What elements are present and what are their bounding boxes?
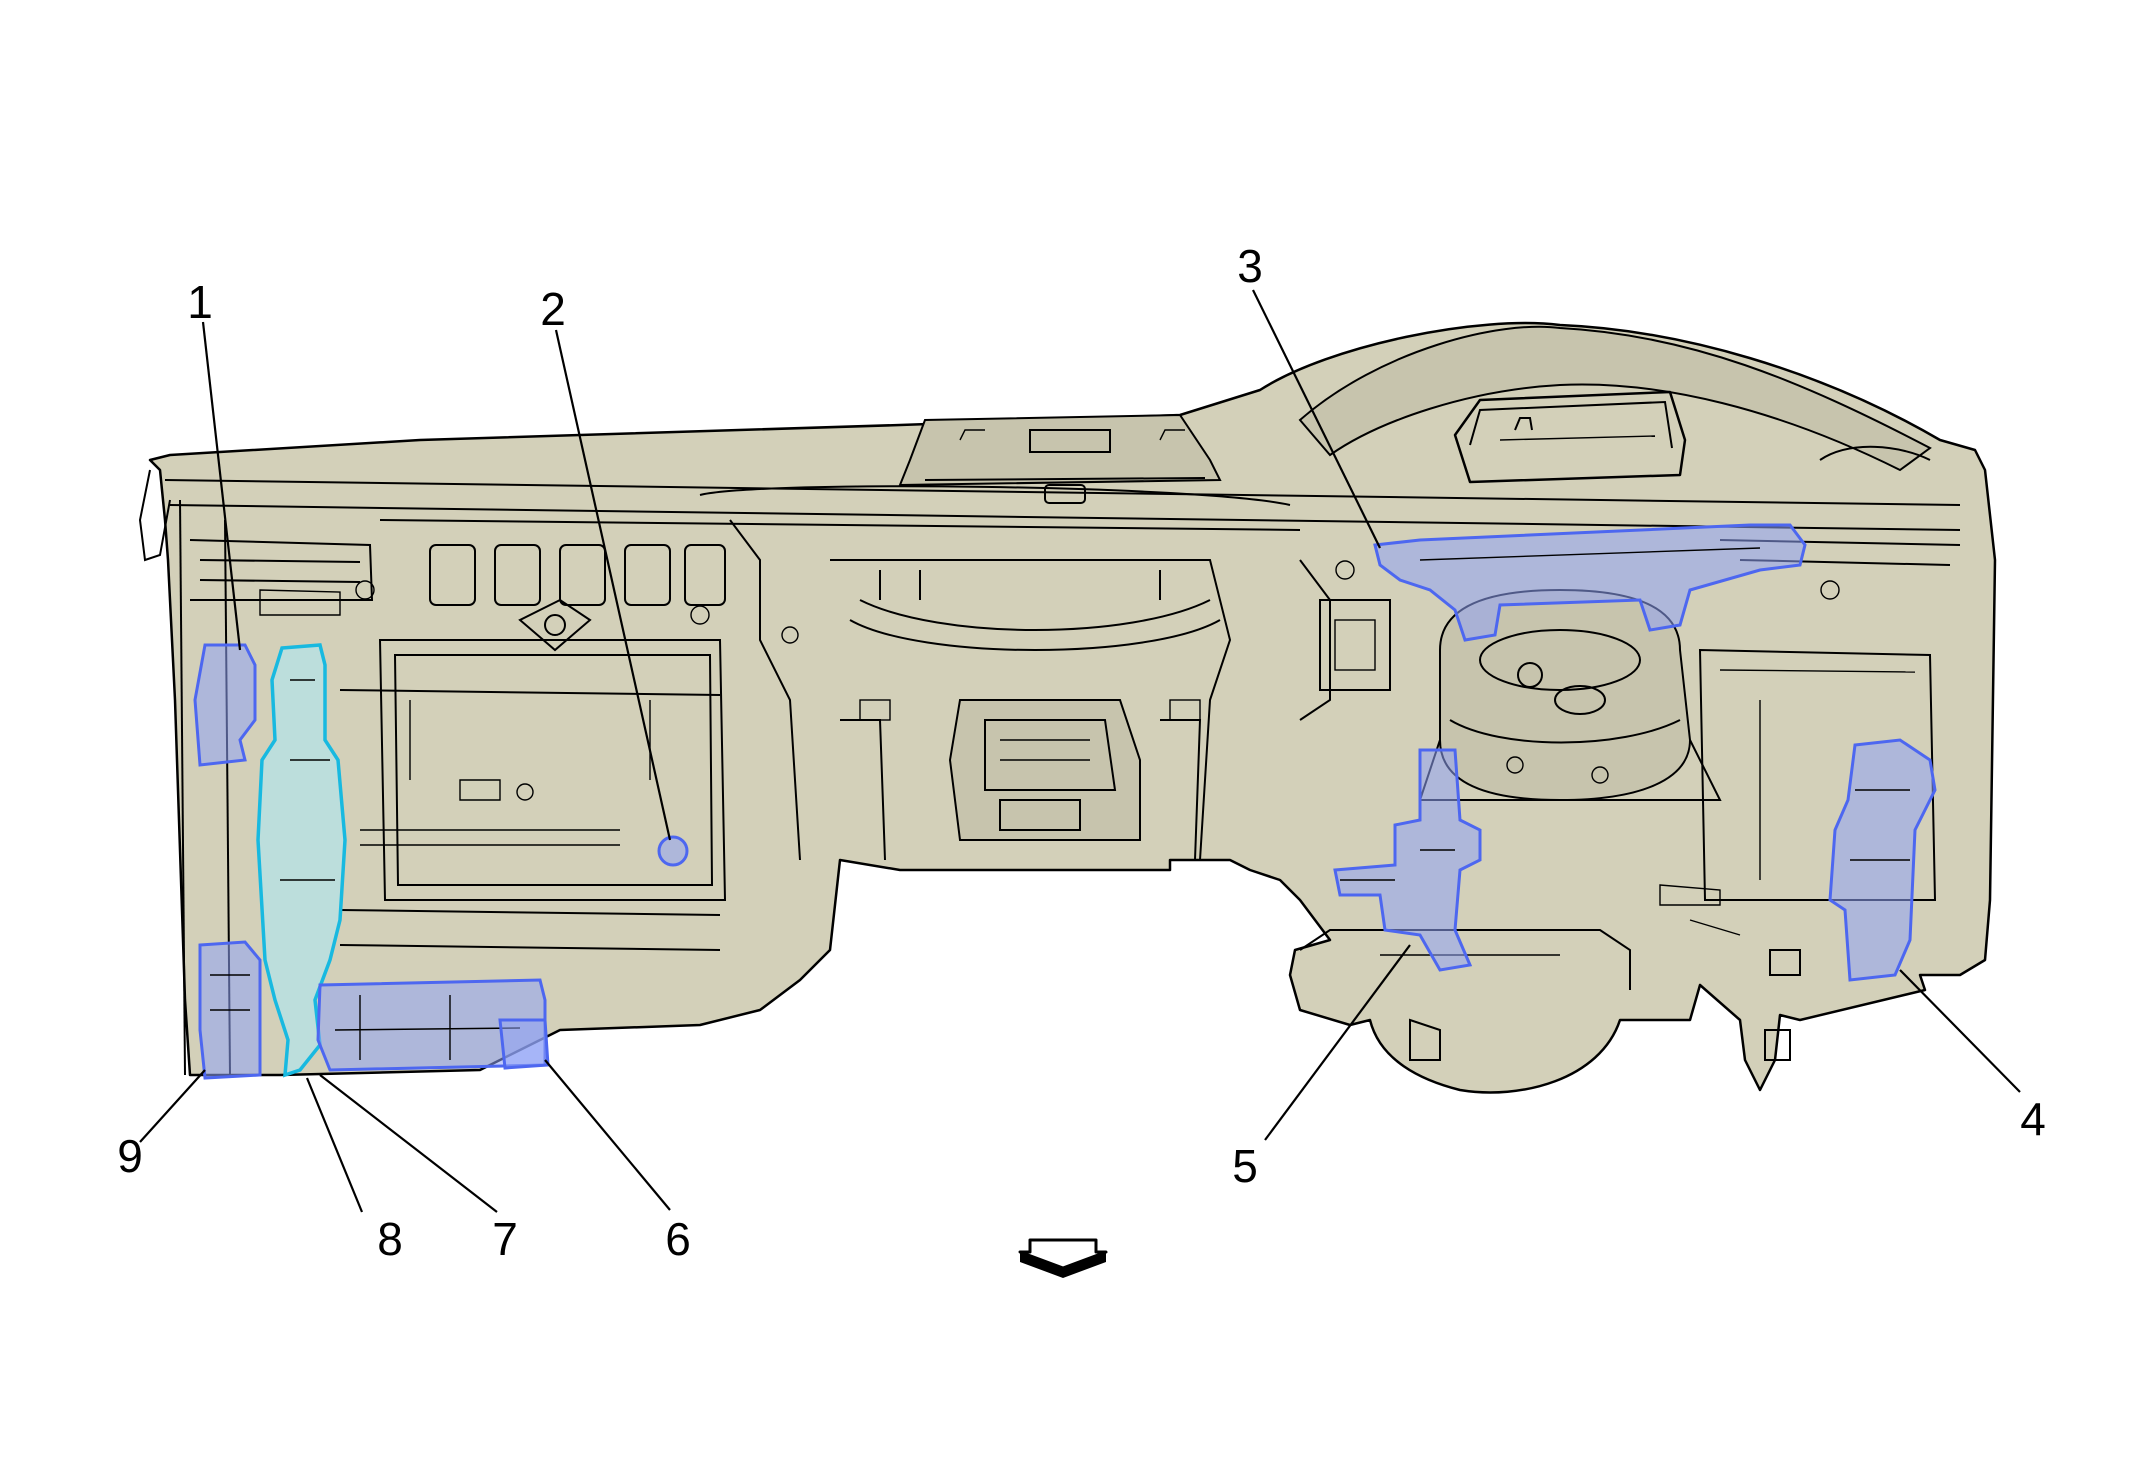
component-3 xyxy=(1373,523,1807,642)
leader-lines xyxy=(139,289,2021,1213)
leader-7 xyxy=(319,1074,498,1213)
forward-arrow-icon xyxy=(1018,1238,1108,1278)
callout-2: 2 xyxy=(540,283,566,335)
callout-9: 9 xyxy=(117,1130,143,1182)
leader-1 xyxy=(201,321,242,651)
component-2 xyxy=(657,835,689,867)
leader-3 xyxy=(1252,289,1381,549)
leader-4 xyxy=(1899,969,2021,1093)
callout-labels: 1 2 3 4 5 6 7 8 9 xyxy=(117,240,2046,1265)
callout-8: 8 xyxy=(377,1213,403,1265)
component-5 xyxy=(1333,748,1482,972)
component-6 xyxy=(498,1018,550,1070)
callout-6: 6 xyxy=(665,1213,691,1265)
leader-2 xyxy=(554,329,672,841)
leader-9 xyxy=(139,1069,206,1143)
component-1 xyxy=(193,643,257,767)
callout-7: 7 xyxy=(492,1213,518,1265)
leader-6 xyxy=(544,1059,671,1211)
leader-5 xyxy=(1264,944,1411,1141)
callout-3: 3 xyxy=(1237,240,1263,292)
callout-1: 1 xyxy=(187,276,213,328)
leader-8 xyxy=(305,1077,364,1213)
vent-louvers-left xyxy=(429,544,726,606)
instrument-panel-assembly xyxy=(138,321,1997,1094)
callout-5: 5 xyxy=(1232,1140,1258,1192)
callout-4: 4 xyxy=(2020,1093,2046,1145)
highlighted-components xyxy=(193,523,1937,1080)
component-8 xyxy=(256,643,347,1078)
